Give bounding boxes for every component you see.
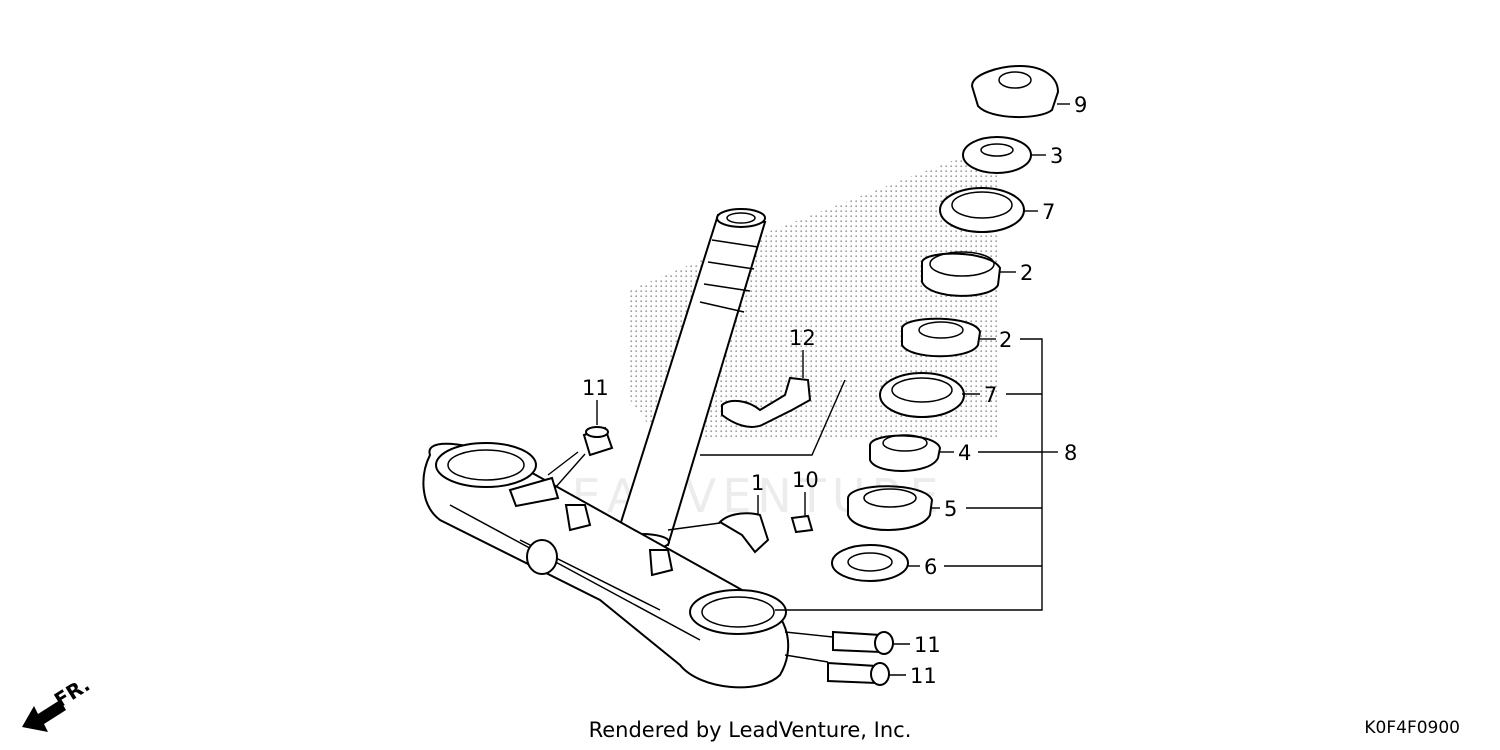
race-4 [869, 434, 942, 472]
callout-11-lower: 11 [910, 664, 937, 688]
stipple-background [630, 150, 1000, 440]
race-2-lower [901, 317, 982, 358]
washer-3 [962, 136, 1032, 174]
callout-6: 6 [924, 555, 937, 579]
washer-6 [831, 544, 909, 582]
callout-8: 8 [1064, 441, 1077, 465]
callout-10: 10 [792, 468, 819, 492]
callout-11-middle: 11 [914, 633, 941, 657]
bearing-7-upper [939, 187, 1025, 233]
diagram-code: K0F4F0900 [1364, 718, 1460, 738]
leader-lines [775, 103, 1070, 676]
bracket-12 [700, 350, 846, 456]
bolt-10 [790, 492, 814, 534]
credit-text: Rendered by LeadVenture, Inc. [588, 718, 912, 742]
callout-4: 4 [958, 441, 971, 465]
bolt-11-upper [547, 400, 614, 489]
callout-11-upper: 11 [582, 376, 609, 400]
front-direction-arrow-icon [22, 700, 66, 732]
callout-5: 5 [944, 497, 957, 521]
callout-7-upper: 7 [1042, 200, 1055, 224]
bolt-11-lower [827, 661, 890, 686]
callout-1: 1 [751, 471, 764, 495]
callout-2-lower: 2 [999, 328, 1012, 352]
lower-triple-clamp [422, 442, 790, 689]
bearing-7-lower [879, 372, 965, 418]
race-2-upper [921, 251, 1002, 297]
locknut-9 [970, 64, 1060, 118]
callout-7-lower: 7 [984, 383, 997, 407]
callout-12: 12 [789, 326, 816, 350]
clip-1 [667, 495, 770, 554]
bolt-11-middle [832, 630, 894, 655]
callout-3: 3 [1050, 144, 1063, 168]
callout-2-upper: 2 [1020, 261, 1033, 285]
seal-5 [847, 485, 934, 531]
callout-9: 9 [1074, 93, 1087, 117]
